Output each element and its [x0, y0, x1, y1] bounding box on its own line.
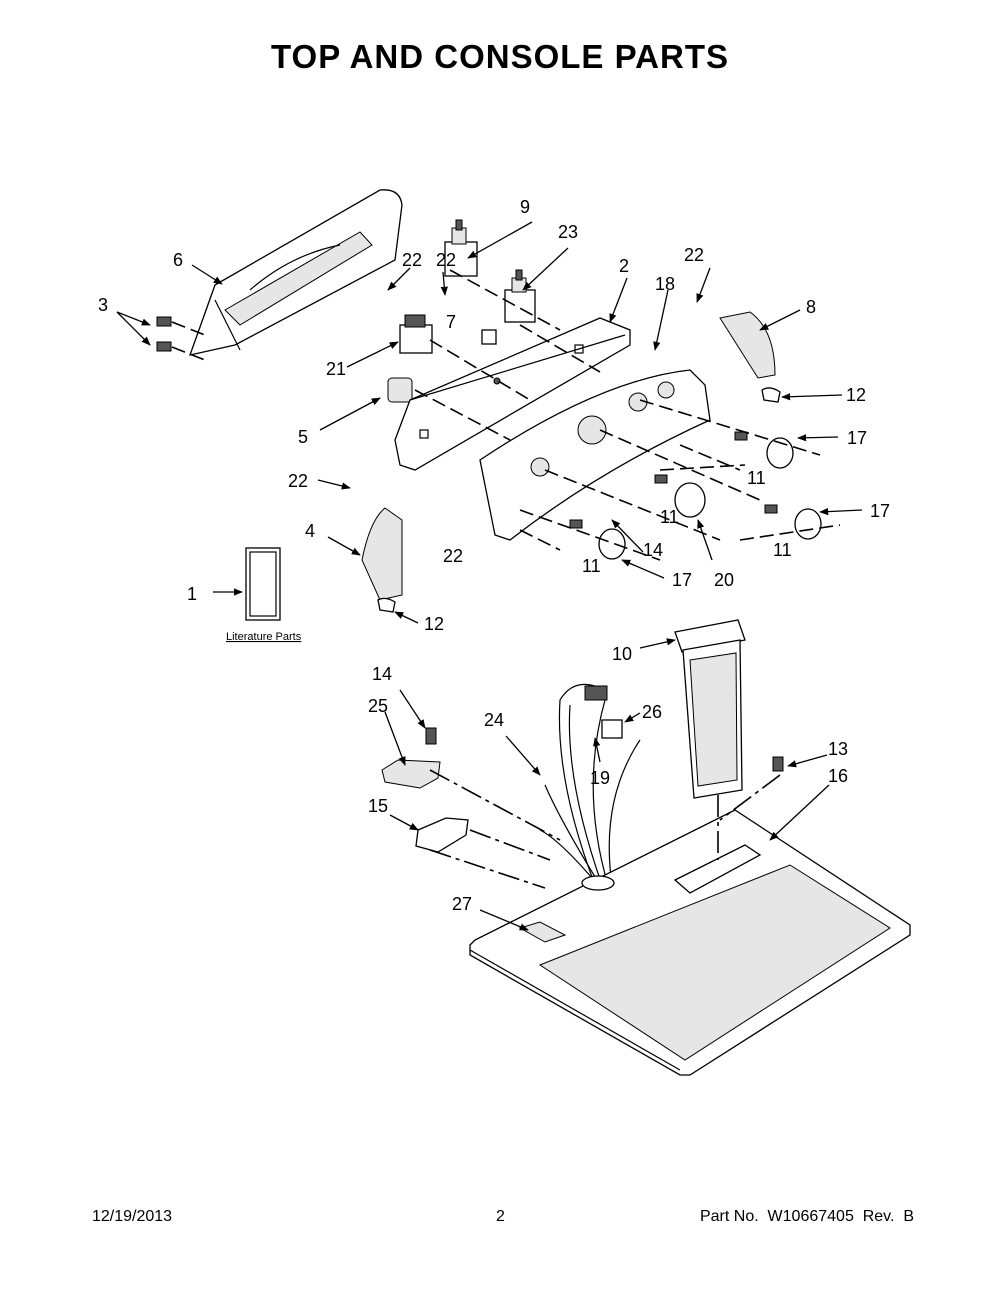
callout-16: 16	[828, 766, 848, 786]
callout-27: 27	[452, 894, 472, 914]
end-cap-right	[719, 311, 776, 379]
console-front	[479, 369, 711, 541]
console-bracket	[394, 317, 631, 471]
literature-parts-label: Literature Parts	[226, 631, 302, 643]
callout-22d: 22	[443, 546, 463, 566]
footer-part-number: Part No. W10667405 Rev. B	[699, 1208, 914, 1225]
callout-22b: 22	[684, 245, 704, 265]
part-7	[481, 329, 497, 345]
callout-17b: 17	[870, 501, 890, 521]
callout-1: 1	[187, 584, 197, 604]
callout-15: 15	[368, 796, 388, 816]
callout-7: 7	[446, 312, 456, 332]
callout-4: 4	[305, 521, 315, 541]
lint-screen	[674, 619, 746, 799]
callout-14b: 14	[372, 664, 392, 684]
switch-part-23	[504, 269, 536, 323]
callout-22c: 22	[288, 471, 308, 491]
rear-console-panel	[188, 189, 403, 356]
clip-right	[761, 387, 781, 403]
bracket-15	[415, 817, 469, 853]
end-cap-left	[361, 507, 403, 601]
dryer-top	[469, 809, 911, 1076]
callout-22a: 22	[402, 250, 422, 270]
callout-11a: 11	[747, 468, 766, 488]
callout-numbers: 1 2 3 4 5 6 7 8 9 10 11 11 11 11 12 12 1…	[98, 197, 890, 914]
callout-5: 5	[298, 427, 308, 447]
callout-6: 6	[173, 250, 183, 270]
bracket-25	[381, 727, 441, 789]
screw-pair	[156, 316, 206, 361]
callout-11b: 11	[660, 507, 679, 527]
callout-3: 3	[98, 295, 108, 315]
clip-left	[377, 597, 396, 613]
callout-24: 24	[484, 710, 504, 730]
callout-9: 9	[520, 197, 530, 217]
callout-21: 21	[326, 359, 346, 379]
callout-17a: 17	[847, 428, 867, 448]
literature-booklet	[245, 547, 281, 621]
callout-19: 19	[590, 768, 610, 788]
callout-14a: 14	[643, 540, 663, 560]
callout-8: 8	[806, 297, 816, 317]
callout-leaders	[116, 221, 863, 931]
callout-17c: 17	[672, 570, 692, 590]
callout-13: 13	[828, 739, 848, 759]
timer-part	[399, 314, 433, 354]
screw-13	[772, 756, 784, 772]
footer-date: 12/19/2013	[92, 1208, 173, 1225]
callout-12a: 12	[846, 385, 866, 405]
callout-11c: 11	[582, 556, 601, 576]
callout-20: 20	[714, 570, 734, 590]
wire-harness	[539, 683, 641, 886]
assembly-lines-console	[414, 269, 841, 561]
callout-25: 25	[368, 696, 388, 716]
callout-12b: 12	[424, 614, 444, 634]
callout-23: 23	[558, 222, 578, 242]
assembly-lines-top	[429, 769, 781, 889]
footer-page-number: 2	[496, 1208, 505, 1225]
page-title: TOP AND CONSOLE PARTS	[271, 38, 729, 75]
callout-22e: 22	[436, 250, 456, 270]
callout-2: 2	[619, 256, 629, 276]
callout-10: 10	[612, 644, 632, 664]
callout-11d: 11	[773, 540, 792, 560]
part-5	[387, 377, 413, 403]
callout-18: 18	[655, 274, 675, 294]
callout-26: 26	[642, 702, 662, 722]
